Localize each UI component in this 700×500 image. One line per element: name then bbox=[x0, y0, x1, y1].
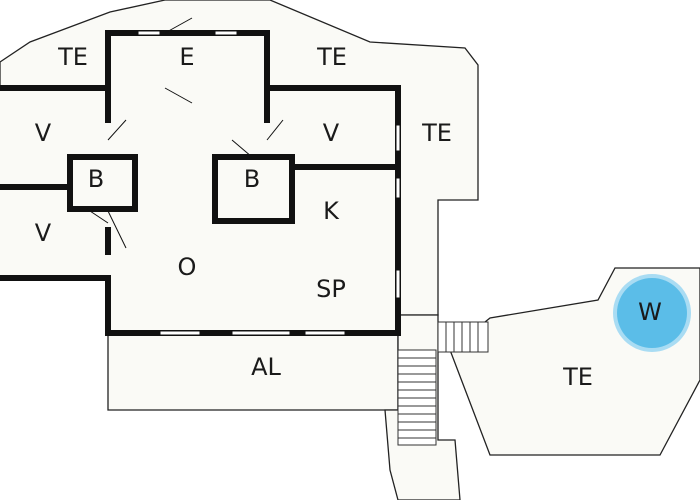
room-label-entrance: E bbox=[179, 43, 194, 71]
windows bbox=[137, 30, 401, 336]
room-label-terrace-pool: TE bbox=[562, 363, 593, 391]
whirlpool bbox=[617, 278, 687, 348]
room-label-covered-terrace: AL bbox=[251, 353, 281, 381]
room-label-terrace-ne: TE bbox=[421, 119, 452, 147]
room-label-terrace-n: TE bbox=[316, 43, 347, 71]
room-label-dining-area: SP bbox=[316, 275, 346, 303]
room-label-bedroom-2: V bbox=[323, 119, 340, 147]
room-label-bathroom-2: B bbox=[244, 165, 260, 193]
stairs-horizontal bbox=[437, 321, 489, 353]
room-label-kitchen: K bbox=[323, 197, 340, 225]
doors bbox=[86, 17, 284, 249]
room-label-whirlpool: W bbox=[638, 298, 662, 326]
room-label-bedroom-1: V bbox=[35, 119, 52, 147]
room-label-bedroom-3: V bbox=[35, 219, 52, 247]
room-label-terrace-nw: TE bbox=[57, 43, 88, 71]
room-label-bathroom-1: B bbox=[88, 165, 104, 193]
stairs-vertical bbox=[397, 349, 437, 446]
room-label-living-room: O bbox=[178, 253, 197, 281]
house-floor bbox=[0, 33, 398, 333]
